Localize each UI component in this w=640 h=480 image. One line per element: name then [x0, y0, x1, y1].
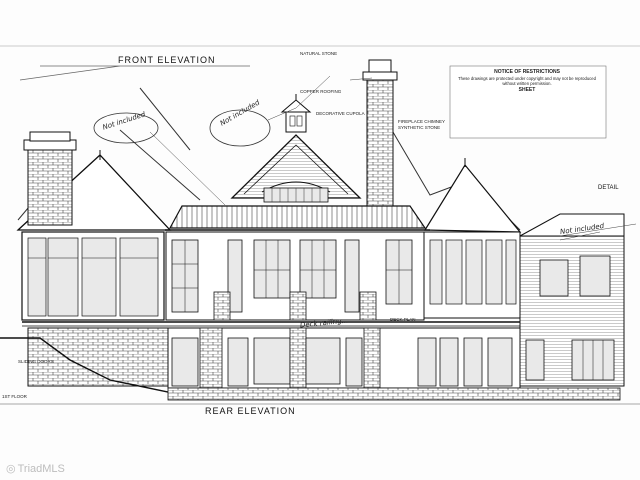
note-copper-roofing: COPPER ROOFING	[300, 89, 342, 94]
left-chimney	[23, 131, 77, 226]
note-cupola: DECORATIVE CUPOLA	[316, 111, 365, 116]
watermark: ◎TriadMLS	[6, 462, 65, 475]
rear-elevation-title: REAR ELEVATION	[205, 406, 296, 416]
note-fireplace-chimney: FIREPLACE CHIMNEY	[398, 119, 446, 124]
right-turret	[423, 158, 522, 233]
garage-wing	[519, 213, 625, 387]
left-porch	[21, 231, 165, 321]
note-sliding-doors: SLIDING DOORS	[18, 359, 54, 364]
notice-body: These drawings are protected under copyr…	[458, 75, 596, 87]
notice-box: NOTICE OF RESTRICTIONS These drawings ar…	[452, 69, 602, 93]
main-roof	[165, 205, 430, 231]
cupola	[280, 94, 312, 133]
notice-sheet-label: SHEET	[518, 86, 536, 93]
lower-level-wall	[27, 327, 521, 389]
upper-level-wall	[165, 231, 425, 321]
note-deck-plan: DECK PLAN	[390, 317, 416, 322]
triadmls-logo-icon: ◎	[6, 463, 16, 475]
notice-box-frame	[449, 65, 607, 139]
note-first-floor: 1ST FLOOR	[2, 394, 27, 399]
annotation-bubble-left	[93, 112, 159, 144]
notice-heading: NOTICE OF RESTRICTIONS	[494, 69, 560, 75]
front-elevation-title: FRONT ELEVATION	[118, 55, 216, 65]
right-chimney	[362, 59, 398, 219]
watermark-text: TriadMLS	[17, 463, 65, 475]
right-wing-upper	[423, 231, 521, 319]
central-gable	[230, 134, 362, 203]
annotation-bubble-mid	[209, 109, 271, 147]
detail-label: DETAIL	[598, 185, 619, 191]
note-synthetic-stone: SYNTHETIC STONE	[398, 125, 441, 130]
note-natural-stone: NATURAL STONE	[300, 51, 338, 56]
